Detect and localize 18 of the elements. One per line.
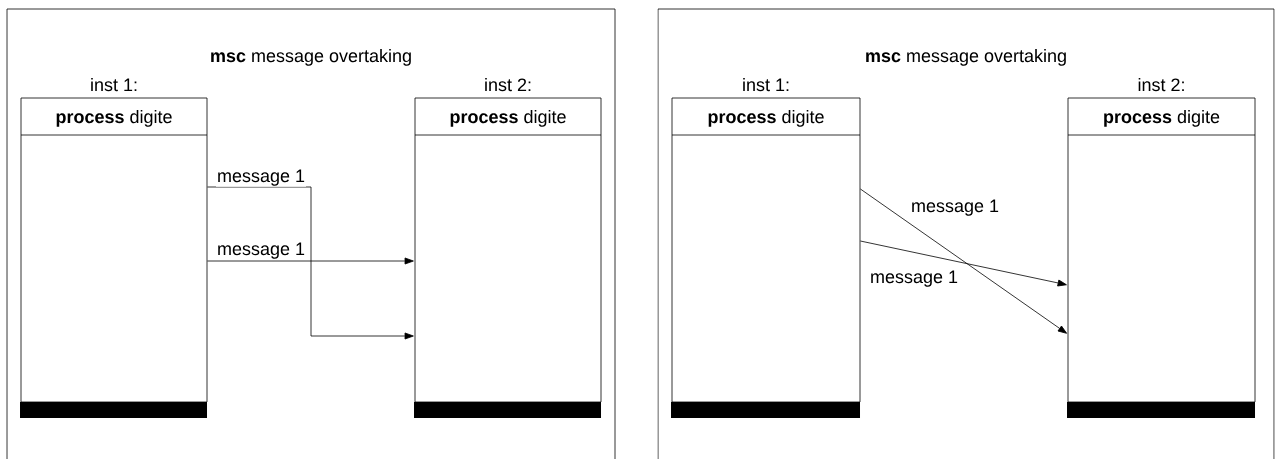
arrow	[860, 240, 1067, 287]
arrow	[860, 188, 1067, 334]
edge-label: message 1	[216, 168, 307, 187]
arrow	[207, 257, 414, 265]
instance-box: process digite	[1067, 97, 1256, 418]
instance-label: inst 1:	[743, 77, 789, 92]
edge-label: message 1	[869, 269, 960, 288]
arrow	[207, 186, 414, 340]
frame-heading: msc message overtaking	[866, 48, 1066, 66]
instance-label: inst 2:	[485, 77, 531, 92]
edge-label: message 1	[216, 241, 307, 260]
instance-label: inst 2:	[1138, 77, 1184, 92]
instance-box: process digite	[20, 97, 208, 418]
edge-label: message 1	[910, 198, 1001, 217]
instance-box: process digite	[671, 97, 861, 418]
frame-heading: msc message overtaking	[211, 48, 411, 66]
instance-label: inst 1:	[91, 77, 137, 92]
instance-box: process digite	[414, 97, 602, 418]
